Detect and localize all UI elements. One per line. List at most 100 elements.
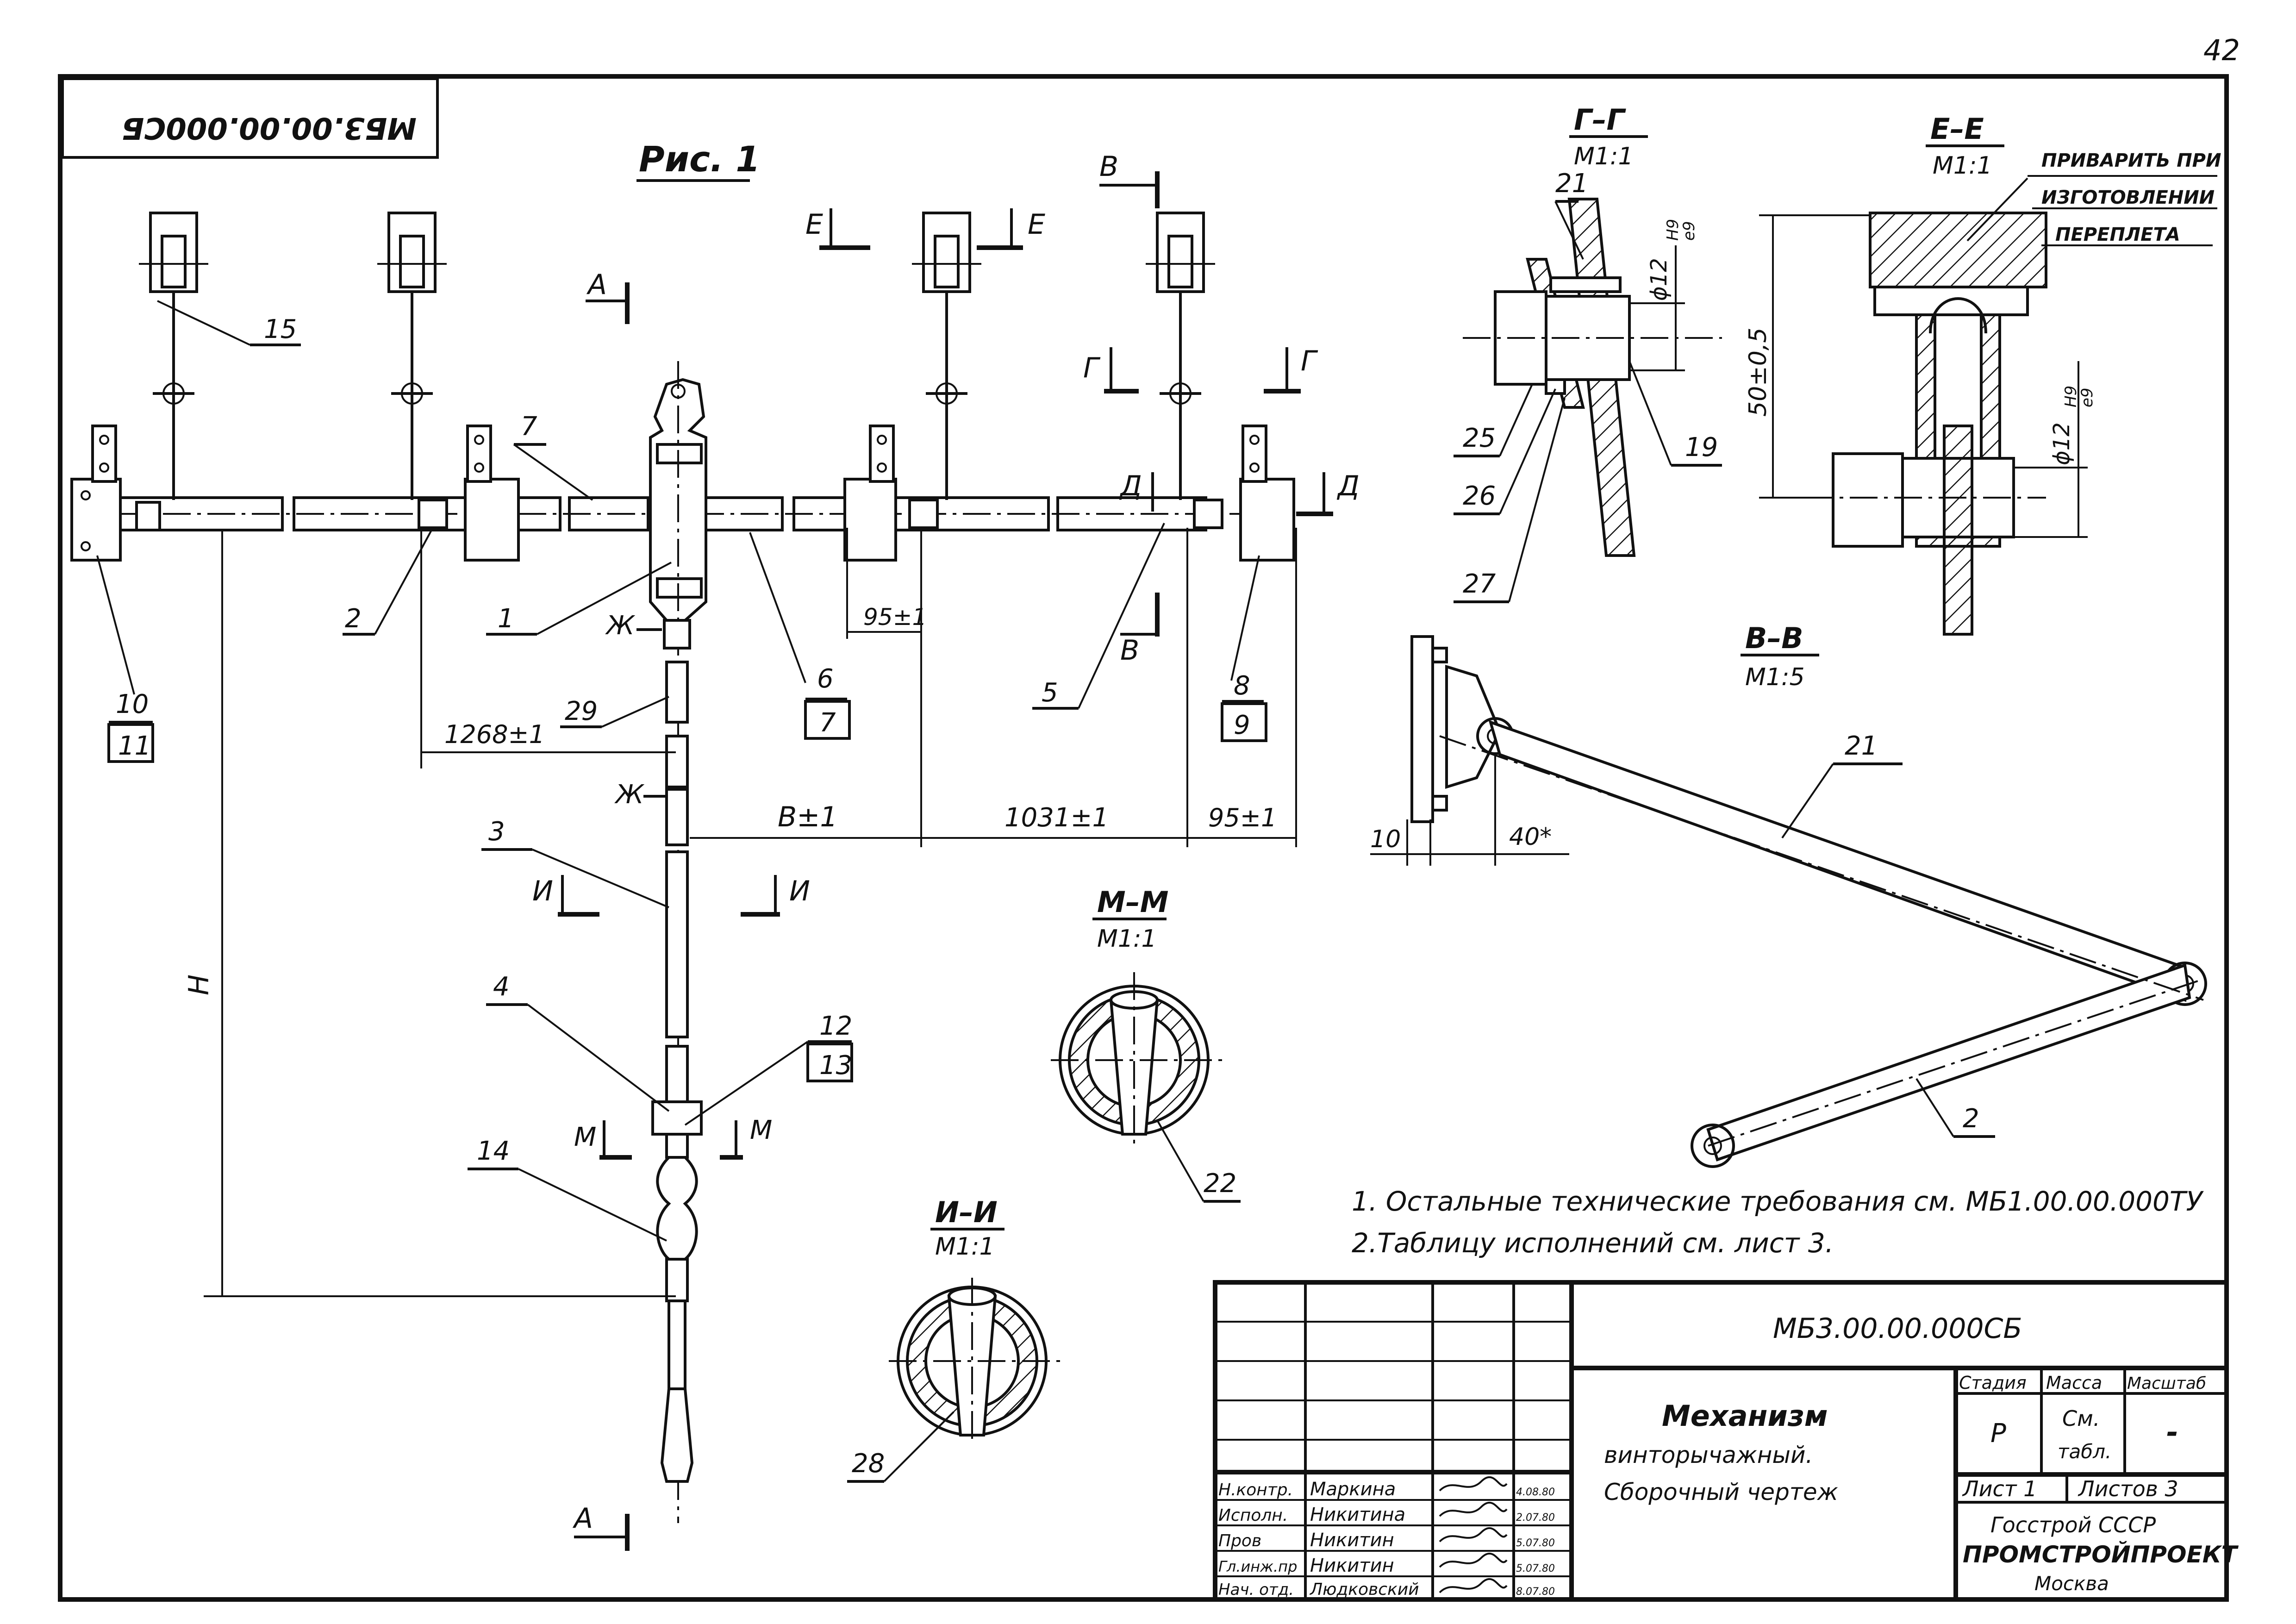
svg-text:В: В bbox=[1099, 150, 1118, 183]
section-gg: Г–Г М1:1 ϕ12 Н9 е9 21 25 26 27 19 bbox=[1454, 103, 1722, 603]
svg-text:12: 12 bbox=[819, 1011, 852, 1041]
svg-text:11: 11 bbox=[118, 731, 151, 761]
callouts: 15 7 1 2 6 7 5 8 9 10 11 29 3 4 12 bbox=[96, 300, 1267, 1242]
svg-text:Г–Г: Г–Г bbox=[1574, 103, 1627, 137]
svg-text:14: 14 bbox=[477, 1136, 510, 1166]
section-ii: И–И М1:1 28 bbox=[847, 1195, 1060, 1483]
section-ee: Е–Е М1:1 ПРИВАРИТЬ ПРИ ИЗГОТОВЛЕНИИ ПЕРЕ… bbox=[1744, 112, 2221, 636]
svg-text:21: 21 bbox=[1845, 731, 1878, 761]
svg-text:Г: Г bbox=[1083, 352, 1101, 384]
svg-text:1: 1 bbox=[498, 604, 514, 634]
svg-text:Москва: Москва bbox=[2034, 1572, 2109, 1595]
svg-text:13: 13 bbox=[819, 1050, 852, 1081]
svg-text:МБ3.00.00.000СБ: МБ3.00.00.000СБ bbox=[1773, 1312, 2022, 1345]
svg-text:Д: Д bbox=[1119, 470, 1142, 502]
svg-text:4.08.80: 4.08.80 bbox=[1516, 1487, 1555, 1498]
svg-text:Никитин: Никитин bbox=[1310, 1530, 1394, 1551]
svg-text:6: 6 bbox=[817, 664, 834, 694]
svg-text:50±0,5: 50±0,5 bbox=[1744, 328, 1772, 417]
section-vv: В–В М1:5 10 40* 21 2 bbox=[1370, 621, 2207, 1168]
svg-text:2.07.80: 2.07.80 bbox=[1516, 1512, 1555, 1524]
svg-text:Ж: Ж bbox=[605, 611, 636, 641]
svg-text:ϕ12: ϕ12 bbox=[1646, 258, 1672, 301]
svg-text:М1:5: М1:5 bbox=[1745, 663, 1805, 691]
svg-text:Госстрой СССР: Госстрой СССР bbox=[1990, 1512, 2156, 1537]
svg-text:В–В: В–В bbox=[1745, 621, 1803, 655]
svg-text:Г: Г bbox=[1301, 345, 1318, 377]
svg-text:-: - bbox=[2166, 1415, 2178, 1449]
svg-text:15: 15 bbox=[264, 314, 297, 344]
svg-text:95±1: 95±1 bbox=[1208, 803, 1277, 832]
svg-text:Гл.инж.пр: Гл.инж.пр bbox=[1218, 1558, 1297, 1575]
svg-text:ПРИВАРИТЬ ПРИ: ПРИВАРИТЬ ПРИ bbox=[2041, 150, 2221, 171]
svg-text:25: 25 bbox=[1463, 423, 1496, 453]
svg-text:21: 21 bbox=[1555, 169, 1588, 199]
svg-text:Н9: Н9 bbox=[2062, 386, 2080, 407]
svg-text:Стадия: Стадия bbox=[1959, 1373, 2027, 1393]
note-2: 2.Таблицу исполнений см. лист 3. bbox=[1352, 1227, 1834, 1259]
svg-text:ПЕРЕПЛЕТА: ПЕРЕПЛЕТА bbox=[2055, 224, 2180, 245]
svg-text:И: И bbox=[789, 875, 810, 907]
svg-text:е9: е9 bbox=[2078, 387, 2096, 407]
svg-text:1031±1: 1031±1 bbox=[1004, 803, 1109, 833]
svg-text:ИЗГОТОВЛЕНИИ: ИЗГОТОВЛЕНИИ bbox=[2041, 187, 2215, 208]
svg-text:Е–Е: Е–Е bbox=[1930, 112, 1984, 146]
svg-text:7: 7 bbox=[819, 708, 836, 738]
svg-text:40*: 40* bbox=[1509, 823, 1552, 851]
svg-text:22: 22 bbox=[1204, 1168, 1236, 1199]
svg-text:26: 26 bbox=[1463, 481, 1496, 511]
svg-text:ПРОМСТРОЙПРОЕКТ: ПРОМСТРОЙПРОЕКТ bbox=[1963, 1541, 2239, 1568]
svg-text:4: 4 bbox=[493, 972, 510, 1002]
svg-text:В: В bbox=[1120, 634, 1139, 667]
svg-text:10: 10 bbox=[1370, 825, 1401, 853]
svg-text:Е: Е bbox=[1028, 208, 1045, 241]
svg-text:Ж: Ж bbox=[614, 780, 645, 810]
svg-text:9: 9 bbox=[1234, 710, 1250, 740]
main-dimensions: 1268±1 95±1 В±1 1031±1 95±1 Н bbox=[183, 528, 1297, 1297]
svg-text:5.07.80: 5.07.80 bbox=[1516, 1537, 1555, 1549]
svg-text:Никитин: Никитин bbox=[1310, 1555, 1394, 1576]
svg-text:ϕ12: ϕ12 bbox=[2049, 422, 2075, 465]
svg-text:Листов 3: Листов 3 bbox=[2078, 1476, 2178, 1501]
svg-text:5: 5 bbox=[1042, 678, 1058, 708]
svg-text:И–И: И–И bbox=[935, 1195, 998, 1229]
svg-text:10: 10 bbox=[116, 689, 149, 719]
sheet-frame bbox=[58, 74, 2229, 1602]
rotated-stamp: МБ3.00.00.000СБ bbox=[61, 77, 439, 159]
svg-text:29: 29 bbox=[565, 696, 598, 726]
svg-text:М: М bbox=[574, 1122, 596, 1152]
svg-text:Масштаб: Масштаб bbox=[2127, 1374, 2206, 1393]
svg-text:3: 3 bbox=[488, 817, 505, 847]
svg-text:Н9: Н9 bbox=[1664, 219, 1682, 241]
svg-text:А: А bbox=[586, 269, 607, 301]
svg-text:Н.контр.: Н.контр. bbox=[1218, 1480, 1293, 1499]
svg-text:2: 2 bbox=[345, 604, 362, 634]
svg-text:8.07.80: 8.07.80 bbox=[1516, 1586, 1555, 1598]
svg-text:А: А bbox=[572, 1502, 593, 1535]
svg-text:Р: Р bbox=[1990, 1418, 2006, 1449]
title-block: Н.контр. Маркина 4.08.80 Исполн. Никитин… bbox=[1213, 1280, 2239, 1602]
svg-text:Н: Н bbox=[183, 974, 215, 995]
svg-text:19: 19 bbox=[1685, 432, 1718, 462]
svg-text:И: И bbox=[532, 875, 553, 907]
svg-text:Маркина: Маркина bbox=[1310, 1479, 1396, 1500]
svg-text:2: 2 bbox=[1963, 1104, 1979, 1134]
svg-text:1268±1: 1268±1 bbox=[444, 720, 545, 749]
svg-text:Е: Е bbox=[805, 208, 823, 241]
svg-text:27: 27 bbox=[1463, 569, 1496, 599]
section-marks: А А Е Е В В Г Г Д Д Ж Ж И И М М bbox=[532, 150, 1360, 1551]
svg-text:М1:1: М1:1 bbox=[1097, 925, 1157, 953]
svg-text:Пров: Пров bbox=[1218, 1531, 1261, 1550]
svg-text:Никитина: Никитина bbox=[1310, 1504, 1405, 1525]
section-mm: М–М М1:1 22 bbox=[1051, 885, 1241, 1203]
svg-text:8: 8 bbox=[1234, 671, 1250, 701]
svg-text:7: 7 bbox=[521, 412, 537, 442]
svg-text:Людковский: Людковский bbox=[1309, 1580, 1419, 1599]
svg-text:М1:1: М1:1 bbox=[935, 1233, 995, 1261]
svg-text:В±1: В±1 bbox=[778, 801, 838, 833]
svg-text:винторычажный.: винторычажный. bbox=[1604, 1442, 1813, 1468]
svg-text:Д: Д bbox=[1336, 470, 1360, 502]
svg-text:МБ3.00.00.000СБ: МБ3.00.00.000СБ bbox=[122, 111, 417, 145]
svg-text:Сборочный чертеж: Сборочный чертеж bbox=[1604, 1479, 1838, 1505]
svg-text:Лист 1: Лист 1 bbox=[1962, 1476, 2037, 1501]
